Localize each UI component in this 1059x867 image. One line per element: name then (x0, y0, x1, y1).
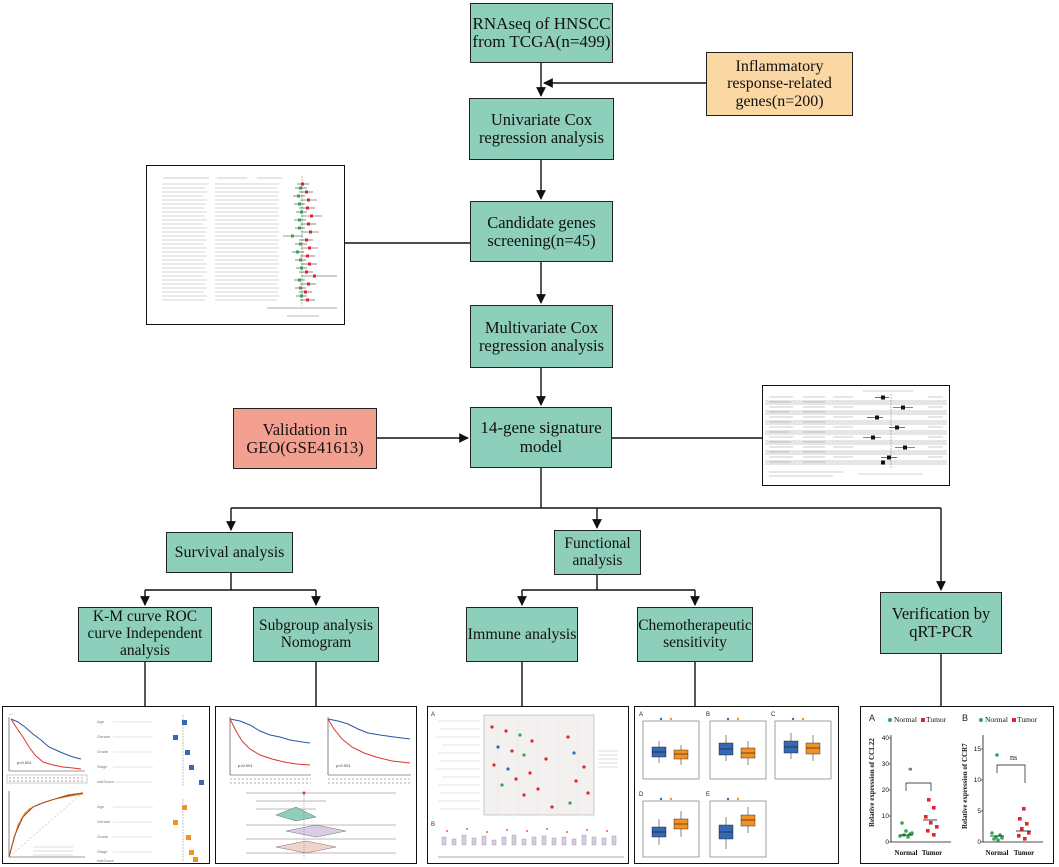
svg-text:40: 40 (882, 735, 890, 742)
chemo-sensitivity-thumbnail: A B C D E (634, 706, 839, 864)
svg-text:0: 0 (977, 839, 981, 846)
qpcr-panel-b-label: B (962, 713, 968, 723)
chemotherapeutic-box: Chemotherapeutic sensitivity (637, 607, 753, 662)
ylabel-ccl22: Relative expression of CCL22 (868, 738, 876, 827)
sig-star-a: * (908, 766, 913, 776)
tumor-points-a (924, 798, 939, 837)
svg-text:p<0.001: p<0.001 (336, 763, 351, 768)
xlabel-tumor-a: Tumor (922, 849, 942, 857)
immune-analysis-thumbnail: A B (427, 706, 629, 864)
chemo-panel-b-label: B (706, 712, 710, 718)
svg-text:Gender: Gender (97, 819, 111, 824)
svg-text:0: 0 (885, 839, 889, 846)
ylabel-ccr7: Relative expression of CCR7 (961, 743, 969, 829)
svg-text:5: 5 (977, 808, 981, 815)
immune-analysis-box: Immune analysis (466, 607, 578, 662)
immune-panel-b-label: B (431, 822, 435, 828)
chemo-panel-c-label: C (771, 712, 776, 718)
legend-tumor-a: Tumor (926, 715, 947, 724)
legend-normal-a: Normal (894, 715, 917, 724)
svg-text:Gender: Gender (97, 734, 111, 739)
svg-text:Stage: Stage (97, 764, 108, 769)
multivariate-forest-thumbnail (762, 385, 950, 486)
svg-text:10: 10 (974, 777, 982, 784)
legend-normal-marker (888, 718, 892, 722)
legend-tumor-marker (921, 718, 925, 722)
svg-text:Age: Age (97, 719, 105, 724)
immune-panel-a-label: A (431, 712, 435, 718)
legend-tumor-b: Tumor (1017, 715, 1038, 724)
svg-text:p<0.001: p<0.001 (17, 760, 32, 765)
svg-text:20: 20 (882, 787, 890, 794)
svg-text:15: 15 (974, 746, 982, 753)
svg-text:Grade: Grade (97, 749, 109, 754)
xlabel-normal-b: Normal (986, 849, 1009, 857)
validation-geo-box: Validation in GEO(GSE41613) (233, 408, 377, 469)
svg-text:p<0.001: p<0.001 (238, 763, 253, 768)
univariate-cox-box: Univariate Cox regression analysis (469, 98, 614, 160)
verification-qrtpcr-box: Verification by qRT-PCR (880, 592, 1002, 654)
svg-text:Stage: Stage (97, 849, 108, 854)
svg-text:30: 30 (882, 761, 890, 768)
svg-text:riskScore: riskScore (97, 779, 114, 784)
chemo-panel-d-label: D (639, 792, 644, 798)
signature-model-box: 14-gene signature model (470, 407, 612, 468)
xlabel-normal-a: Normal (895, 849, 918, 857)
subgroup-nomogram-thumbnail: p<0.001 p<0.001 (215, 706, 417, 864)
xlabel-tumor-b: Tumor (1014, 849, 1034, 857)
svg-text:—: — (9, 711, 13, 716)
svg-text:riskScore: riskScore (97, 858, 114, 862)
normal-points-a (898, 821, 914, 839)
multivariate-cox-box: Multivariate Cox regression analysis (470, 305, 613, 368)
rnaseq-box: RNAseq of HNSCC from TCGA(n=499) (470, 3, 613, 63)
chemo-panel-e-label: E (706, 792, 710, 798)
km-roc-box: K-M curve ROC curve Independent analysis (78, 607, 212, 662)
svg-text:Grade: Grade (97, 834, 109, 839)
svg-text:10: 10 (882, 813, 890, 820)
univariate-forest-thumbnail (146, 165, 345, 325)
candidate-genes-box: Candidate genes screening(n=45) (470, 201, 613, 262)
functional-analysis-box: Functional analysis (554, 530, 641, 575)
qpcr-panel-a-label: A (869, 713, 875, 723)
tumor-points-b (1017, 807, 1031, 841)
chemo-panel-a-label: A (639, 712, 643, 718)
qrtpcr-panel: A B Normal Tumor Normal Tumor Relative e… (860, 706, 1054, 864)
survival-analysis-box: Survival analysis (166, 532, 293, 573)
legend-normal-b: Normal (985, 715, 1008, 724)
subgroup-nomogram-box: Subgroup analysis Nomogram (253, 607, 379, 662)
sig-ns-b: ns (1010, 753, 1017, 762)
inflammatory-genes-box: Inflammatory response-related genes(n=20… (706, 52, 853, 116)
svg-text:Age: Age (97, 804, 105, 809)
